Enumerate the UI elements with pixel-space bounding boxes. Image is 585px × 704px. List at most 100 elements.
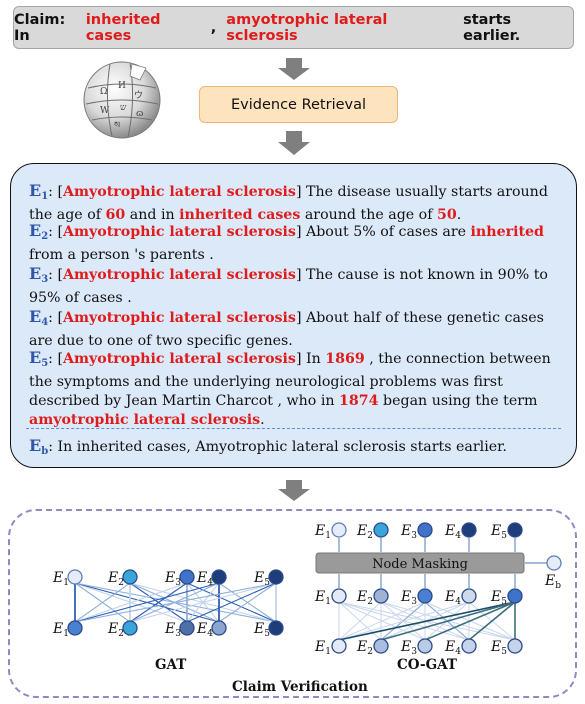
gat-bottom-node-label-5: E5 [253,621,270,639]
cogat-mid-node-label-3: E3 [400,589,417,607]
evidence-e2-tag: Amyotrophic lateral sclerosis [63,224,296,240]
cogat-edge-2-1 [338,601,382,641]
cogat-bottom-node-label-5: E5 [490,639,507,657]
node-masking-label: Node Masking [372,557,468,572]
cogat-top-node-label-4: E4 [444,523,461,541]
claim-highlight-als: amyotrophic lateral sclerosis [226,11,388,44]
evidence-e1-label: E1 [29,181,49,202]
evidence-eb: Eb: In inherited cases, Amyotrophic late… [29,436,507,457]
node-masking-bar [315,552,525,574]
svg-text:И: И [118,81,126,91]
cogat-mid-node-label-4: E4 [444,589,461,607]
cogat-top-node-2 [373,522,389,538]
cogat-edge-3-1 [338,601,426,641]
svg-text:ས: ས [114,121,120,131]
gat-top-node-label-1: E1 [52,570,69,588]
gat-edge-3-1 [74,582,188,623]
graph-nodes: E1E1E2E2E3E3E4E4E5E5E1E1E1E2E2E2E3E3E3E4… [52,522,562,657]
cogat-edge-5-4 [468,601,516,641]
cogat-bottom-node-label-4: E4 [444,639,461,657]
evidence-e3-label: E3 [29,264,49,285]
cogat-mid-node-1 [331,588,347,604]
gat-bottom-node-5 [268,620,284,636]
cogat-edge-5-1 [338,601,516,641]
wikipedia-globe-icon: Ω И ウ W ש ɷ ས [83,61,161,139]
claim-prefix: Claim: In [14,11,66,44]
claim-verification-title: Claim Verification [232,679,368,695]
cogat-edges [338,538,548,641]
arrow-claim-to-retrieval [278,58,310,80]
evidence-e1-tag: Amyotrophic lateral sclerosis [63,184,296,200]
evidence-e4: E4: [Amyotrophic lateral sclerosis] Abou… [29,307,544,349]
evidence-e2: E2: [Amyotrophic lateral sclerosis] Abou… [29,221,544,263]
gat-edge-5-3 [186,582,277,623]
gat-bottom-node-label-1: E1 [52,621,69,639]
gat-edge-2-1 [74,582,131,623]
evidence-retrieval-label: Evidence Retrieval [230,96,367,113]
cogat-mid-node-label-2: E2 [356,589,373,607]
cogat-mid-node-3 [417,588,433,604]
cogat-bottom-node-label-1: E1 [314,639,331,657]
evidence-e5: E5: [Amyotrophic lateral sclerosis] In 1… [29,348,551,428]
cogat-top-node-label-1: E1 [314,523,331,541]
svg-text:W: W [100,106,110,116]
claim-box: Claim: In inherited cases, amyotrophic l… [13,6,574,49]
cogat-bottom-node-3 [417,638,433,654]
cogat-edge-4-1 [338,601,470,641]
evidence-retrieval-box: Evidence Retrieval [199,86,398,123]
cogat-mid-node-4 [461,588,477,604]
evidence-e4-tag: Amyotrophic lateral sclerosis [63,310,296,326]
evidence-e3: E3: [Amyotrophic lateral sclerosis] The … [29,264,548,306]
cogat-bottom-node-2 [373,638,389,654]
gat-top-node-1 [67,569,83,585]
cogat-bottom-node-5 [507,638,523,654]
gat-bottom-node-label-2: E2 [107,621,124,639]
cogat-top-node-label-3: E3 [400,523,417,541]
gat-bottom-node-label-3: E3 [164,621,181,639]
svg-text:Ω: Ω [100,87,107,97]
gat-bottom-node-1 [67,620,83,636]
evidence-e5-tag: Amyotrophic lateral sclerosis [63,351,296,367]
gat-bottom-node-label-4: E4 [196,621,213,639]
cogat-bottom-node-4 [461,638,477,654]
gat-edges [74,582,277,623]
gat-bottom-node-2 [122,620,138,636]
cogat-claim-node [546,555,562,571]
cogat-top-node-4 [461,522,477,538]
claim-mid: , [210,19,227,36]
cogat-top-node-1 [331,522,347,538]
cogat-caption: CO-GAT [397,657,457,673]
gat-edge-5-2 [129,582,277,623]
cogat-mid-node-2 [373,588,389,604]
gat-edge-5-4 [218,582,277,623]
cogat-mid-node-5 [507,588,523,604]
cogat-top-node-3 [417,522,433,538]
arrow-retrieval-to-evidence [278,131,310,155]
claim-highlight-inherited: inherited cases [85,11,161,44]
gat-bottom-node-3 [179,620,195,636]
cogat-edge-5-2 [380,601,516,641]
gat-edge-3-2 [129,582,188,623]
gat-bottom-node-4 [211,620,227,636]
arrow-evidence-to-verification [278,480,310,501]
evidence-panel: E1: [Amyotrophic lateral sclerosis] The … [10,163,577,468]
evidence-eb-label: Eb [29,436,49,457]
claim-verification-panel [8,509,577,698]
gat-top-node-2 [122,569,138,585]
cogat-top-node-5 [507,522,523,538]
evidence-e4-label: E4 [29,307,49,328]
cogat-top-node-label-2: E2 [356,523,373,541]
gat-top-node-3 [179,569,195,585]
cogat-edge-5-3 [424,601,516,641]
gat-edge-5-1 [74,582,277,623]
gat-edge-4-1 [74,582,220,623]
gat-top-node-label-5: E5 [253,570,270,588]
gat-caption: GAT [155,657,187,673]
evidence-e1: E1: [Amyotrophic lateral sclerosis] The … [29,181,548,223]
gat-top-node-label-2: E2 [107,570,124,588]
evidence-e2-label: E2 [29,221,49,242]
evidence-e3-tag: Amyotrophic lateral sclerosis [63,267,296,283]
evidence-e5-label: E5 [29,348,49,369]
